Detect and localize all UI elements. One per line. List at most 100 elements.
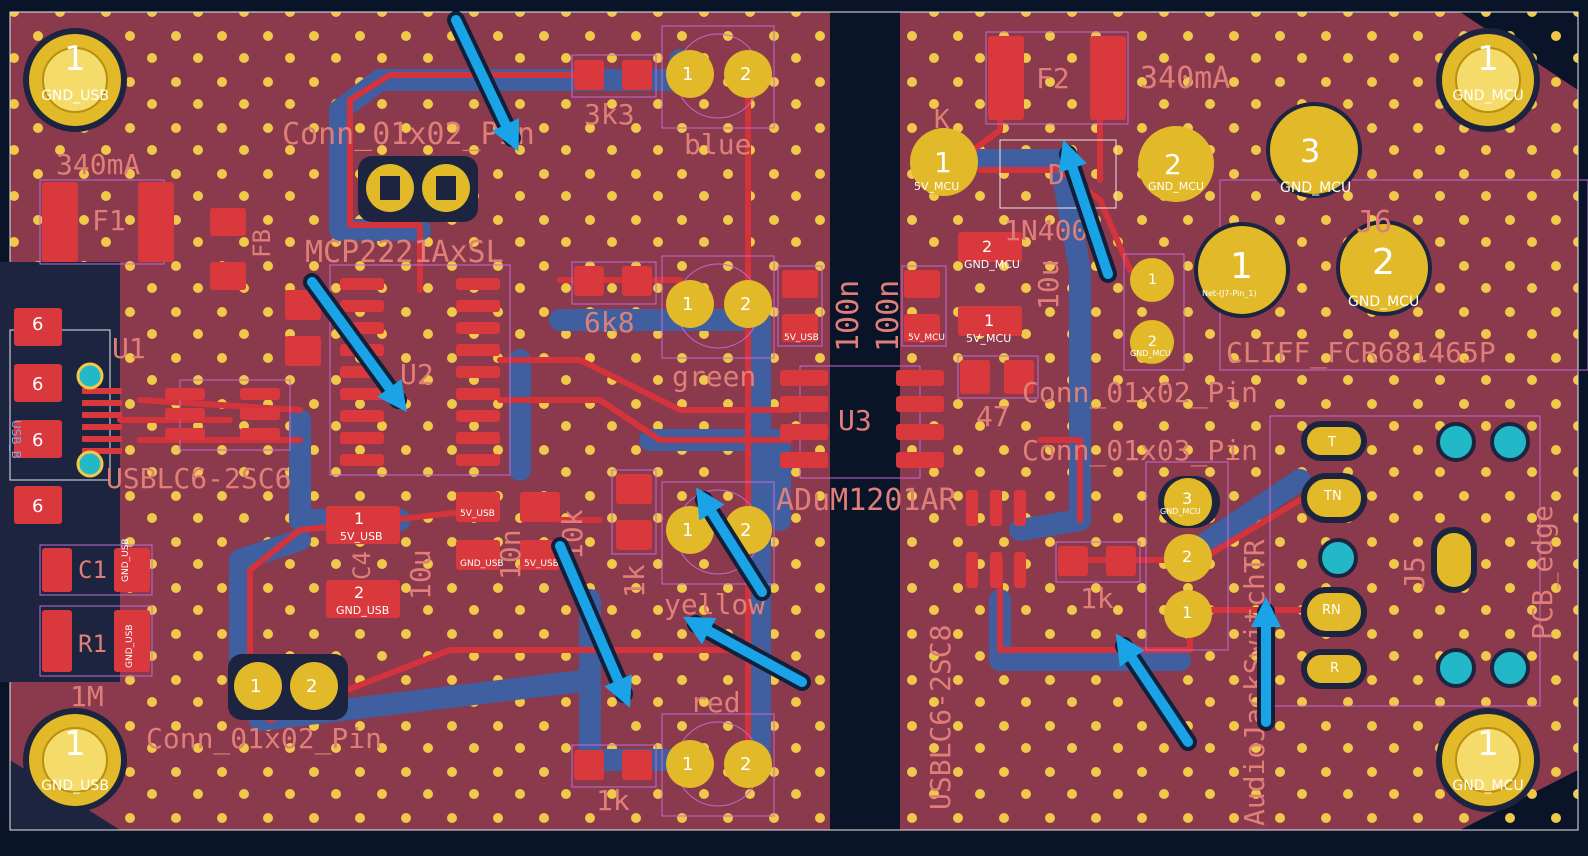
silk-usblc-right: USBLC6-2SC8 xyxy=(924,625,957,810)
led-red[interactable] xyxy=(661,713,775,817)
usb-pad-6: 6 xyxy=(32,430,43,451)
annotation-arrow xyxy=(303,273,407,413)
fuse-f2[interactable] xyxy=(985,31,1129,125)
mounting-hole-bottom-left[interactable]: 1 GND_USB xyxy=(23,708,127,812)
silk-conn-bottom: Conn_01x02_Pin xyxy=(146,722,382,756)
capacitor-c7[interactable] xyxy=(958,232,1022,336)
silk-6k8: 6k8 xyxy=(584,306,635,339)
annotation-arrows xyxy=(303,11,1281,751)
led-pad-num: 1 xyxy=(682,64,693,85)
diode-d1[interactable] xyxy=(910,128,1117,209)
jack-pin-rn: RN xyxy=(1322,603,1341,618)
pad-net-label: GND_MCU xyxy=(1148,180,1204,193)
pad-net-label: GND_MCU xyxy=(964,258,1020,271)
silk-j6: J6 xyxy=(1356,205,1392,240)
silk-10u-right: 10u xyxy=(1032,259,1065,310)
mounting-hole-bottom-right[interactable]: 1 GND_MCU xyxy=(1436,708,1540,812)
silk-j5: J5 xyxy=(1398,556,1431,590)
fuse-f1[interactable] xyxy=(39,179,174,265)
pad-net-label: 5V_USB xyxy=(784,333,819,343)
pad-num: 2 xyxy=(354,583,364,602)
mounting-hole-top-right[interactable]: 1 GND_MCU xyxy=(1436,28,1540,132)
silk-10n: 10n xyxy=(494,529,527,580)
silk-usblc-left: USBLC6-2SC6 xyxy=(106,462,291,495)
led-green[interactable] xyxy=(661,255,775,359)
resistor-r1[interactable] xyxy=(39,605,153,677)
pad-net-label: GND_USB xyxy=(121,538,131,582)
usb-pad-6: 6 xyxy=(32,496,43,517)
pad-num: 2 xyxy=(1148,334,1157,350)
led-blue[interactable] xyxy=(661,25,775,129)
terminal-j6[interactable] xyxy=(1138,102,1588,371)
mounting-hole-number: 1 xyxy=(64,39,86,79)
ic-usblc6-right[interactable] xyxy=(966,490,1026,588)
capacitor-c1[interactable] xyxy=(39,544,153,596)
capacitor-c4[interactable] xyxy=(326,506,400,618)
silk-u1: U1 xyxy=(112,332,146,365)
pad-net-label: GND_USB xyxy=(336,604,389,617)
pad-net-label: GND_MCU xyxy=(1130,349,1171,358)
silk-r1-value: 1M xyxy=(70,680,104,713)
silk-47: 47 xyxy=(976,400,1010,433)
pad-labels: 5V_USB GND_USB 5V_USB GND_USB 5V_USB GND… xyxy=(32,64,1419,775)
pad-num: 1 xyxy=(1182,603,1192,622)
pad-net-label: 5V_MCU xyxy=(966,332,1011,345)
resistor-r6-3k3[interactable] xyxy=(571,54,657,98)
silk-r6-right-value: 1k xyxy=(1080,582,1114,615)
header-conn-01x03[interactable] xyxy=(1145,461,1229,651)
annotation-arrow xyxy=(1115,633,1197,751)
silk-100n-a: 100n xyxy=(831,280,866,352)
silk-f2-rating: 340mA xyxy=(1140,61,1230,96)
silk-pcb-edge: PCB_edge xyxy=(1526,505,1560,640)
capacitor-c6[interactable] xyxy=(901,265,947,347)
resistor-r3-1k[interactable] xyxy=(571,744,657,788)
resistor-r2[interactable] xyxy=(520,492,560,570)
mounting-hole-number: 1 xyxy=(1477,724,1499,764)
resistor-r4-1k[interactable] xyxy=(611,469,657,555)
ic-u1-pads[interactable] xyxy=(165,379,291,451)
pad-num: 2 xyxy=(1182,547,1192,566)
ic-u3-adum1201[interactable] xyxy=(780,365,944,479)
resistor-r7[interactable] xyxy=(957,355,1039,399)
pad-net-label: 5V_MCU xyxy=(914,180,959,193)
pad-net-label: 5V_MCU xyxy=(908,333,945,343)
silk-led-green: green xyxy=(672,360,756,393)
header-j-bottom[interactable] xyxy=(228,654,348,720)
pad-num: 3 xyxy=(1182,489,1192,508)
capacitor-c3[interactable] xyxy=(285,290,321,366)
annotation-arrow xyxy=(447,11,521,152)
resistor-r5-6k8[interactable] xyxy=(571,261,657,305)
silk-led-red: red xyxy=(690,686,741,719)
isolation-gap xyxy=(830,10,900,840)
jack-pin-r: R xyxy=(1330,661,1339,676)
capacitor-c5[interactable] xyxy=(777,265,823,347)
pad-net-label: 5V_USB xyxy=(460,509,495,519)
pad-num: 3 xyxy=(1300,132,1320,170)
usb-pad-6: 6 xyxy=(32,374,43,395)
resistor-r6-right[interactable] xyxy=(1055,541,1141,583)
pad-net-label: GND_USB xyxy=(460,559,504,569)
silk-f1-rating: 340mA xyxy=(56,148,140,181)
silk-led-blue: blue xyxy=(684,128,751,161)
pad-net-label: Net-(J7-Pin_1) xyxy=(1202,289,1257,298)
silk-u3: U3 xyxy=(838,404,872,437)
silk-f1: F1 xyxy=(92,204,126,237)
annotation-arrow xyxy=(551,537,633,708)
capacitor-c2[interactable] xyxy=(456,492,500,570)
header-pad-num: 2 xyxy=(306,676,317,697)
header-j-top[interactable] xyxy=(358,156,478,222)
mounting-hole-top-left[interactable]: 1 GND_USB xyxy=(23,28,127,132)
audio-jack-j5[interactable] xyxy=(1269,415,1541,707)
silk-1k-r4: 1k xyxy=(618,564,651,598)
ferrite-fb[interactable] xyxy=(210,208,246,290)
led-pad-num: 2 xyxy=(740,64,751,85)
led-pad-num: 1 xyxy=(682,754,693,775)
mounting-hole-net: GND_MCU xyxy=(1452,88,1523,104)
led-pad-num: 1 xyxy=(682,294,693,315)
jack-pin-t: T xyxy=(1327,435,1336,450)
silk-conn-01x03: Conn_01x03_Pin xyxy=(1022,434,1258,468)
silk-r1: R1 xyxy=(78,630,107,658)
header-conn-01x02-right[interactable] xyxy=(1123,253,1185,371)
silk-usb-side: USB_B xyxy=(9,420,23,459)
